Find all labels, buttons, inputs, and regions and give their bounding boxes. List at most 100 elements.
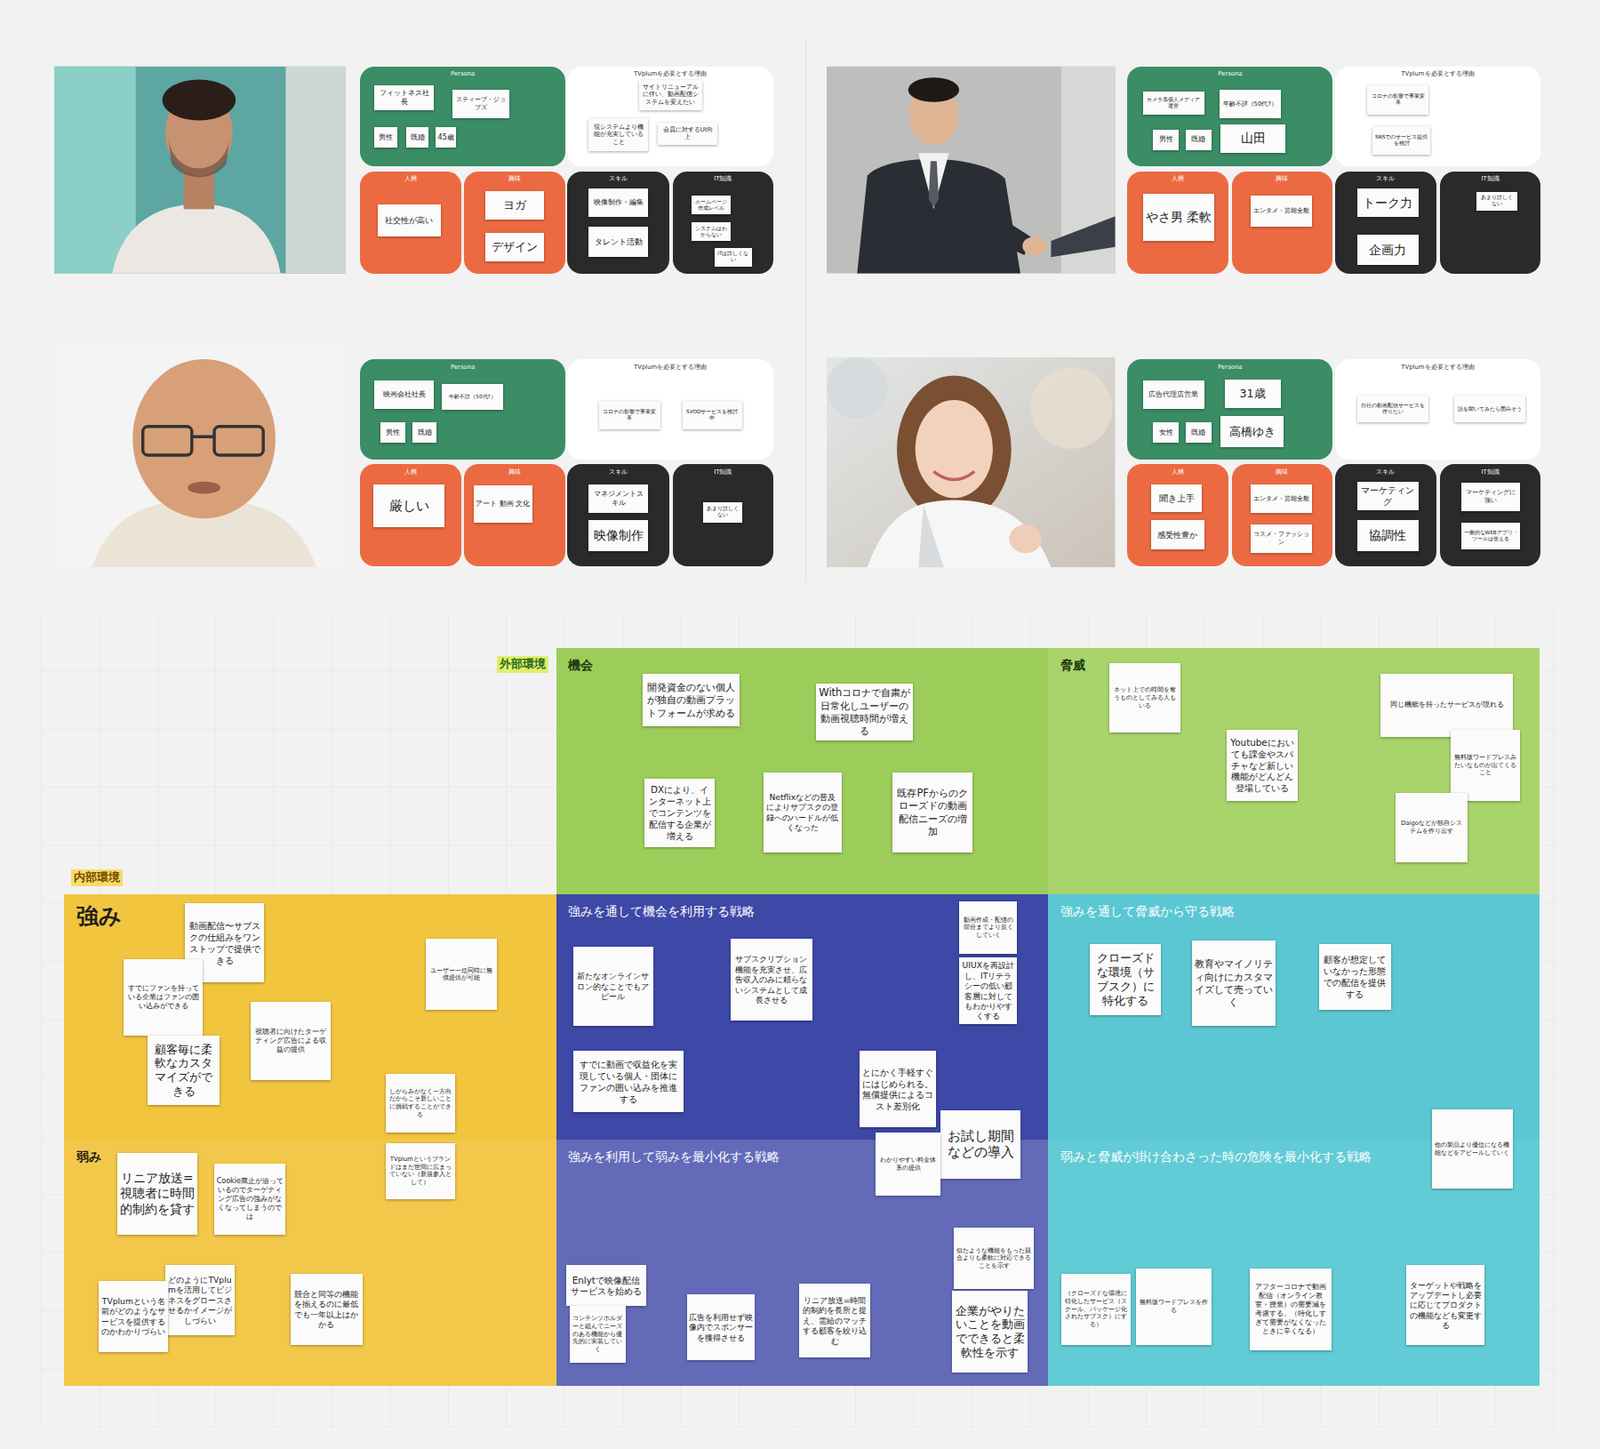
sticky-note: サブスクリプション機能を充実させ、広告収入のみに頼らないシステムとして成長させる — [730, 938, 813, 1021]
sticky-note: 年齢不詳（50代?） — [441, 384, 504, 411]
panel-heading: 興味 — [1232, 468, 1334, 477]
sticky-note: スティーブ・ジョブズ — [452, 89, 510, 119]
panel-heading: Persona — [360, 70, 566, 79]
sticky-note: SNSでのサービス提供を検討 — [1372, 126, 1431, 155]
sticky-text: Cookie廃止が迫っているのでターゲティング広告の強みがなくなってしまうのでは — [216, 1176, 284, 1222]
swot-quadrant: 脅威ネット上での時間を奪うものとしてみる人もいる同じ機能を持ったサービスが現れる… — [1048, 648, 1540, 895]
sticky-text: 話を聞いてみたら面白そう — [1456, 406, 1524, 413]
sticky-text: ターゲットや戦略をアップデートし必要に応じてプロダクトの機能なども変更する — [1408, 1280, 1483, 1331]
sticky-note: 広告代理店営業 — [1143, 380, 1205, 409]
sticky-note: とにかく手軽すぐにはじめられる。無償提供によるコスト差別化 — [859, 1050, 936, 1128]
sticky-note: DXにより、インターネット上でコンテンツを配信する企業が増える — [644, 778, 714, 848]
sticky-text: Daigoなどが独自システムを作り出す — [1398, 819, 1466, 835]
panel-heading: Persona — [1127, 363, 1333, 372]
sticky-text: 顧客毎に柔軟なカスタマイズができる — [150, 1042, 218, 1099]
sticky-note: TVplumというブランドはまだ世間に広まっていない（新規参入として） — [385, 1143, 456, 1200]
sticky-note: タレント活動 — [588, 226, 648, 257]
panel-heading: 興味 — [464, 175, 566, 184]
sticky-note: コスメ・ファッション — [1250, 524, 1312, 553]
quadrant-heading: 脅威 — [1060, 657, 1086, 673]
swot-quadrant: 強みを利用して弱みを最小化する戦略お試し期間などの導入わかりやすい料金体系の提供… — [556, 1139, 1048, 1386]
panel-heading: 人柄 — [1127, 175, 1229, 184]
sticky-text: サブスクリプション機能を充実させ、広告収入のみに頼らないシステムとして成長させる — [732, 953, 810, 1005]
sticky-note: 一般的なWEBアプリ・ツールは使える — [1461, 522, 1521, 550]
sticky-text: ホームページ作成レベル — [694, 199, 729, 212]
sticky-text: すでに動画で収益化を実現している個人・団体にファンの囲い込みを推進する — [575, 1058, 681, 1105]
sticky-note: SVODサービスを検討中 — [682, 400, 743, 430]
sticky-text: 男性 — [1154, 135, 1176, 144]
sticky-text: 既婚 — [408, 133, 427, 143]
swot-quadrant: 強み動画配信〜サブスクの仕組みをワンストップで提供できるすでにファンを持っている… — [64, 894, 556, 1141]
sticky-note: すでに動画で収益化を実現している個人・団体にファンの囲い込みを推進する — [573, 1050, 684, 1112]
sticky-note: 45歳 — [435, 127, 456, 148]
sticky-text: サイトリニューアルに伴い、動画配信システムを変えたい — [640, 83, 701, 107]
sticky-text: 広告を利用せず映像内でスポンサーを獲得させる — [688, 1312, 753, 1343]
sticky-text: マーケティングに強い — [1463, 488, 1519, 504]
sticky-note: 似たような機能をもった競合よりも柔軟に対応できることを示す — [953, 1227, 1034, 1289]
sticky-note: 会員に対するUI向上 — [657, 122, 718, 145]
sticky-note: 企画力 — [1357, 234, 1419, 265]
sticky-note: 他の製品より優位になる機能などをアピールしていく — [1432, 1109, 1514, 1190]
sticky-text: スティーブ・ジョブズ — [454, 96, 508, 112]
sticky-text: ユーザー一括同時に無償提供が可能 — [427, 967, 496, 983]
sticky-note: マネジメントスキル — [588, 484, 648, 513]
sticky-note: すでにファンを持っている企業はファンの囲い込みができる — [123, 959, 204, 1036]
panel-heading: スキル — [1335, 468, 1438, 477]
swot-quadrant: 強みを通して脅威から守る戦略クローズドな環境（サブスク）に特化する教育やマイノリ… — [1048, 894, 1540, 1141]
sticky-note: 既婚 — [406, 127, 429, 148]
sticky-text: 男性 — [376, 133, 396, 143]
sticky-note: 話を聞いてみたら面白そう — [1454, 395, 1526, 423]
sticky-text: コロナの影響で事業変革 — [600, 408, 658, 422]
sticky-text: アート 動画 文化 — [475, 499, 531, 509]
sticky-note: Enlytで映像配信サービスを始める — [566, 1264, 647, 1306]
sticky-text: DXにより、インターネット上でコンテンツを配信する企業が増える — [647, 784, 712, 842]
sticky-note: ITは詳しくない — [714, 248, 752, 267]
sticky-text: 同じ機能を持ったサービスが現れる — [1382, 700, 1512, 710]
persona-panel: 人柄社交性が高い — [360, 171, 462, 274]
sticky-text: トーク力 — [1359, 195, 1416, 211]
sticky-note: 山田 — [1220, 124, 1286, 153]
persona-panel: IT知識ホームページ作成レベルシステムはわからないITは詳しくない — [672, 171, 775, 274]
sticky-note: 映像制作 — [588, 520, 648, 551]
swot-quadrant: 弱みと脅威が掛け合わさった時の危険を最小化する戦略他の製品より優位になる機能など… — [1048, 1139, 1540, 1386]
sticky-text: Netflixなどの普及によりサブスクの登録へのハードルが低くなった — [765, 792, 840, 833]
sticky-text: 視聴者に向けたターゲティング広告による収益の提供 — [253, 1027, 329, 1055]
persona-panel: 人柄やさ男 柔軟 — [1127, 171, 1229, 274]
sticky-text: 新たなオンラインサロン的なことでもアピール — [575, 970, 651, 1001]
sticky-text: 既存PFからのクローズドの動画配信ニーズの増加 — [895, 786, 971, 838]
quadrant-heading: 機会 — [568, 657, 593, 673]
sticky-note: コンテンツホルダーと組んでニーズのある機能から優先的に実装していく — [569, 1305, 626, 1362]
sticky-note: TVplumという名前がどのようなサービスを提供するのかわかりづらい — [98, 1280, 168, 1352]
sticky-note: カメラ系個人メディア運営 — [1143, 91, 1205, 114]
sticky-text: 競合と同等の機能を揃えるのに最低でも一年以上はかかる — [292, 1288, 360, 1330]
grid-ground — [40, 612, 1557, 1429]
sticky-note: ホームページ作成レベル — [691, 195, 731, 215]
sticky-note: 男性 — [1152, 129, 1179, 151]
persona-photo — [826, 357, 1116, 568]
sticky-note: マーケティング — [1357, 481, 1419, 511]
sticky-note: 社交性が高い — [377, 204, 441, 238]
sticky-text: 年齢不詳（50代?） — [443, 393, 501, 400]
quadrant-heading: 強みを通して機会を利用する戦略 — [568, 904, 755, 920]
sticky-note: アート 動画 文化 — [473, 485, 534, 522]
sticky-note: 女性 — [1152, 422, 1179, 443]
sticky-note: ターゲットや戦略をアップデートし必要に応じてプロダクトの機能なども変更する — [1406, 1264, 1485, 1345]
sticky-note: 同じ機能を持ったサービスが現れる — [1380, 673, 1513, 737]
sticky-text: 無料版ワードプレスを作る — [1137, 1298, 1209, 1314]
panel-heading: IT知識 — [672, 468, 775, 477]
persona-panel: 興味アート 動画 文化 — [464, 464, 566, 567]
sticky-text: 無料版ワードプレスみたいなものが出てくること — [1453, 753, 1519, 777]
sticky-text: Youtubeにおいても課金やスパチャなど新しい機能がどんどん登場している — [1228, 736, 1296, 795]
persona-panel: スキルトーク力企画力 — [1335, 171, 1438, 274]
sticky-note: 自社の動画配信サービスを作りたい — [1357, 395, 1429, 423]
sticky-note: フィットネス社長 — [374, 85, 434, 111]
sticky-text: あまり詳しくない — [1478, 194, 1515, 208]
sticky-note: サイトリニューアルに伴い、動画配信システムを変えたい — [639, 80, 703, 111]
sticky-text: 既婚 — [414, 428, 435, 438]
sticky-note: 新たなオンラインサロン的なことでもアピール — [573, 946, 654, 1025]
quadrant-heading: 強みを通して脅威から守る戦略 — [1060, 904, 1235, 920]
sticky-note: トーク力 — [1357, 188, 1419, 217]
sticky-note: 年齢不詳（50代?） — [1219, 89, 1281, 119]
sticky-text: 既婚 — [1187, 428, 1209, 438]
